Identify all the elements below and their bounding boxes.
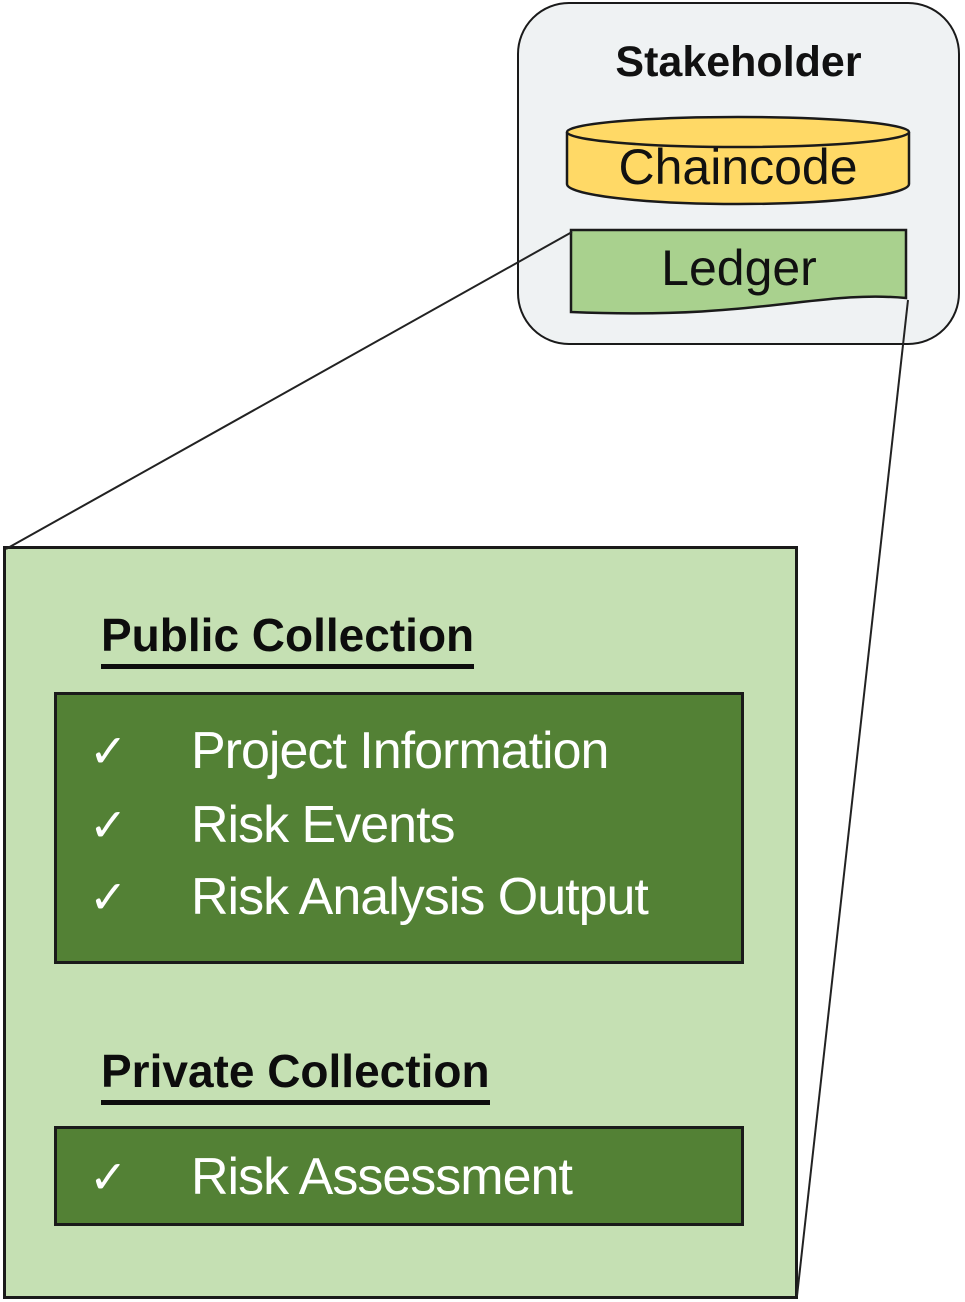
public-collection-box: ✓ Project Information ✓ Risk Events ✓ Ri… <box>54 692 744 964</box>
list-item: ✓ Risk Assessment <box>57 1147 573 1207</box>
ledger-document-icon <box>569 228 908 315</box>
chaincode-cylinder-icon <box>565 115 911 206</box>
chaincode-cylinder-body <box>565 132 911 206</box>
stakeholder-title: Stakeholder <box>615 38 862 86</box>
list-item-label: Risk Analysis Output <box>191 868 649 926</box>
list-item-label: Risk Assessment <box>191 1148 573 1206</box>
check-icon: ✓ <box>89 1150 128 1204</box>
list-item-label: Risk Events <box>191 796 456 854</box>
private-collection-title: Private Collection <box>101 1048 490 1105</box>
public-collection-title: Public Collection <box>101 612 475 669</box>
ledger-label: Ledger <box>661 240 817 296</box>
connector-line-left <box>5 231 573 550</box>
check-icon: ✓ <box>89 798 128 852</box>
list-item-label: Project Information <box>191 722 609 780</box>
list-item: ✓ Project Information <box>57 721 609 781</box>
check-icon: ✓ <box>89 870 128 924</box>
list-item: ✓ Risk Events <box>57 795 456 855</box>
chaincode-label: Chaincode <box>618 139 858 195</box>
list-item: ✓ Risk Analysis Output <box>57 867 649 927</box>
chaincode-cylinder-top <box>565 115 911 149</box>
check-icon: ✓ <box>89 724 128 778</box>
connector-line-right <box>796 299 909 1297</box>
private-collection-box: ✓ Risk Assessment <box>54 1126 744 1226</box>
